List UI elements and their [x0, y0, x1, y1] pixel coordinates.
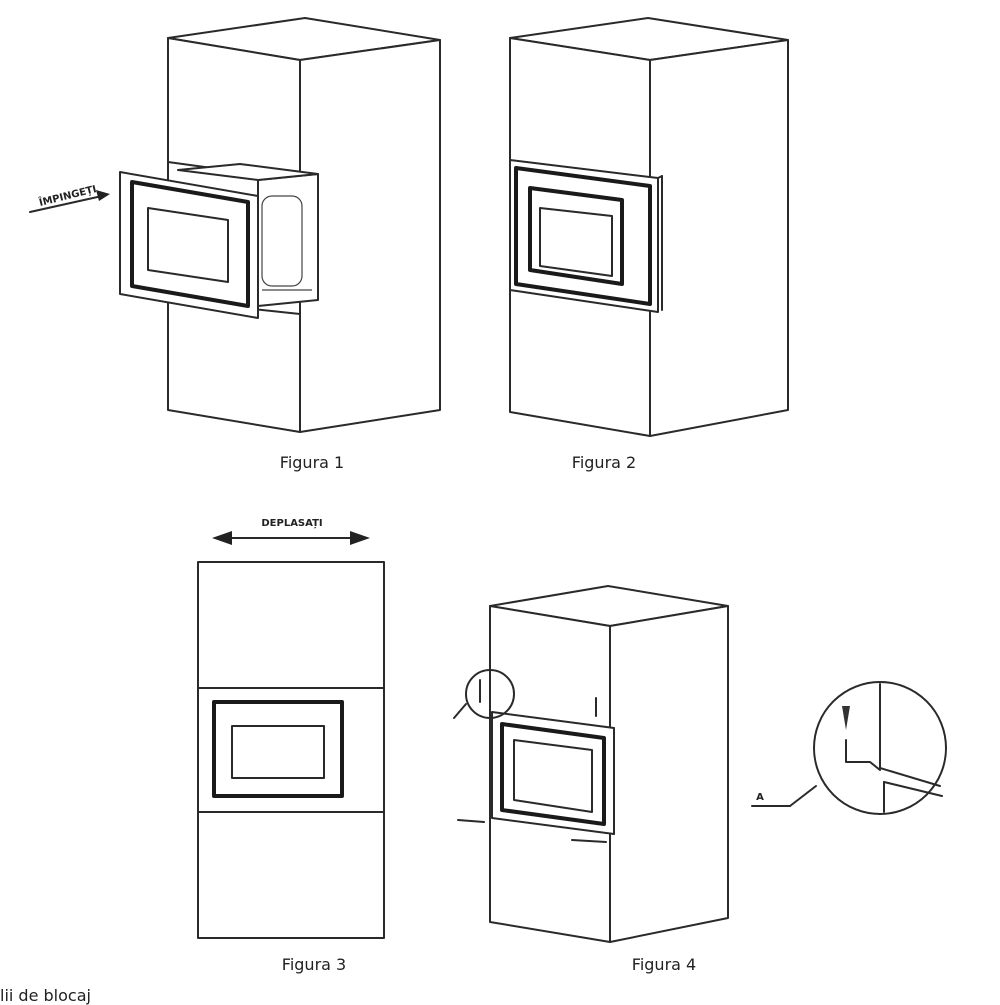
microwave-cavity — [261, 195, 303, 287]
figure-2: Figura 2 — [509, 17, 789, 472]
figure-4-caption: Figura 4 — [632, 955, 696, 974]
detail-leader — [789, 785, 817, 807]
door-frame — [500, 722, 606, 826]
detail-screw-path — [845, 739, 881, 771]
detail-circle — [465, 669, 515, 719]
figure-3: DEPLASAȚI Figura 3 — [197, 518, 385, 974]
move-label: DEPLASAȚI — [261, 518, 322, 529]
detail-label: A — [756, 792, 764, 803]
detail-leader — [453, 703, 467, 719]
move-arrow-left-head — [212, 531, 232, 545]
figure-3-caption: Figura 3 — [282, 955, 346, 974]
cabinet-side — [609, 605, 729, 943]
detail-edge — [883, 781, 943, 797]
move-arrow-right-head — [350, 531, 370, 545]
cabinet-side — [299, 39, 441, 433]
figure-2-caption: Figura 2 — [572, 453, 636, 472]
door-window — [147, 207, 229, 283]
door-frame — [514, 166, 652, 306]
screw-icon — [571, 839, 607, 843]
detail-edge — [879, 767, 941, 787]
push-arrow-shaft — [29, 195, 103, 213]
door-window — [539, 207, 613, 277]
microwave-panel — [197, 687, 385, 813]
door-inner-frame — [528, 186, 624, 286]
figure-1: ÎMPINGEȚI Figura 1 — [29, 17, 441, 472]
screw-icon — [842, 706, 850, 730]
bottom-text: lii de blocaj — [0, 986, 91, 1005]
figure-1-caption: Figura 1 — [280, 453, 344, 472]
door-frame — [130, 180, 250, 308]
figure-4: A Figura 4 — [453, 585, 947, 974]
door-window — [231, 725, 325, 779]
push-arrow-head — [96, 190, 110, 201]
door-frame — [212, 700, 344, 798]
cabinet-side — [649, 39, 789, 437]
door-window — [513, 739, 593, 813]
push-label: ÎMPINGEȚI — [38, 182, 98, 209]
microwave-top — [177, 163, 319, 181]
screw-icon — [457, 819, 485, 823]
